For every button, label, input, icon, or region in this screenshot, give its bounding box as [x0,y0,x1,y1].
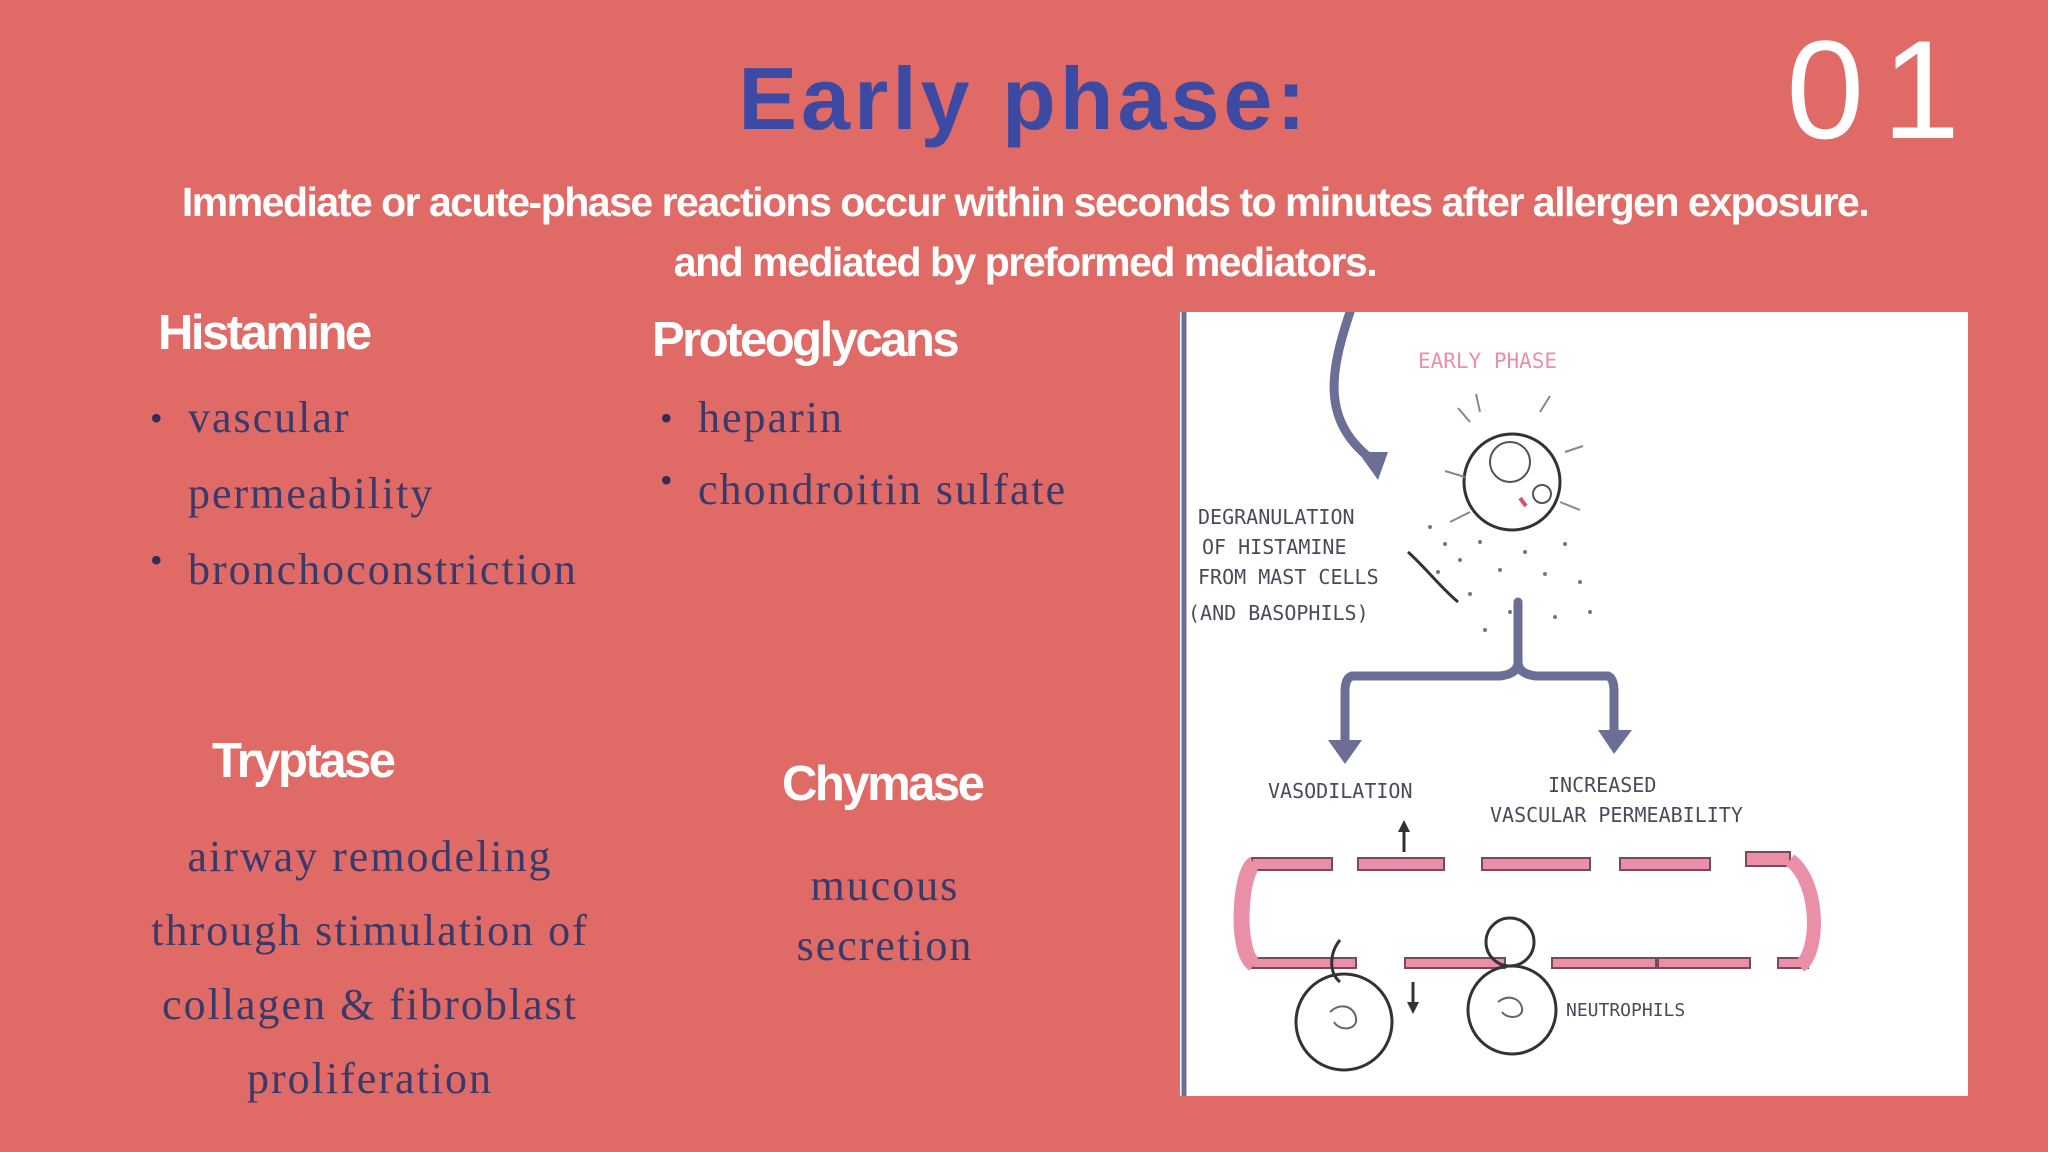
vessel-left-curve [1233,857,1260,971]
bullet-icon: • [660,398,675,438]
subtitle-line-2: and mediated by preformed mediators. [673,239,1378,285]
branch-arrow-right [1513,657,1619,742]
proteoglycans-heading: Proteoglycans [652,313,960,367]
chymase-line: mucous [810,861,960,910]
tryptase-line: airway remodeling [187,832,553,881]
early-phase-diagram: EARLY PHASE DEGRANULATION OF HISTAMINE F… [1180,312,1968,1096]
increased-line: INCREASED [1548,773,1656,797]
bullet-icon: • [150,398,165,438]
neutrophils-label: NEUTROPHILS [1566,1000,1685,1021]
branch-arrow-left [1340,597,1523,757]
neutrophil-icon [1466,916,1558,1056]
vessel-right-curve [1785,854,1821,972]
bullet-icon: • [660,460,675,500]
subtitle-line-1: Immediate or acute-phase reactions occur… [181,179,1870,225]
diagram-header: EARLY PHASE [1418,349,1557,373]
proteoglycans-item: •chondroitin sulfate [660,454,1067,526]
diagram-svg: EARLY PHASE DEGRANULATION OF HISTAMINE F… [1181,312,1821,1096]
tryptase-line: through stimulation of [151,906,589,955]
histamine-list: •vascular permeability •bronchoconstrict… [150,380,578,608]
bullet-icon: • [150,540,165,580]
proteoglycans-item: •heparin [660,382,1067,454]
tryptase-text: airway remodeling through stimulation of… [90,820,650,1116]
arrowhead-right-icon [1598,730,1632,754]
neutrophil-icon [1294,939,1394,1072]
granules [1428,525,1592,632]
vessel [1251,851,1809,969]
tryptase-line: collagen & fibroblast [162,980,578,1029]
degranulation-line: OF HISTAMINE [1202,535,1347,559]
pointer-line [1407,550,1459,604]
incoming-arrow [1329,312,1380,467]
slide-title: Early phase: [738,49,1310,148]
arrowhead-left-icon [1328,740,1362,764]
histamine-heading: Histamine [158,306,372,360]
histamine-item: permeability [188,469,435,518]
slide-number: 01 [1786,11,1978,168]
vasodilation-label: VASODILATION [1268,779,1413,803]
increased-line: VASCULAR PERMEABILITY [1490,803,1743,827]
proteoglycans-list: •heparin •chondroitin sulfate [660,382,1067,526]
tryptase-line: proliferation [247,1054,493,1103]
chymase-line: secretion [796,921,974,970]
chymase-heading: Chymase [782,757,985,811]
tryptase-heading: Tryptase [212,734,396,788]
degranulation-line: FROM MAST CELLS [1198,565,1379,589]
mast-cell-icon [1444,393,1584,532]
histamine-item: •vascular [150,380,578,456]
incoming-arrowhead-icon [1358,452,1388,480]
degranulation-line: DEGRANULATION [1198,505,1355,529]
chymase-text: mucous secretion [740,856,1030,976]
slide-subtitle: Immediate or acute-phase reactions occur… [60,172,1990,292]
histamine-item: •bronchoconstriction [150,532,578,608]
degranulation-line: (AND BASOPHILS) [1188,601,1369,625]
